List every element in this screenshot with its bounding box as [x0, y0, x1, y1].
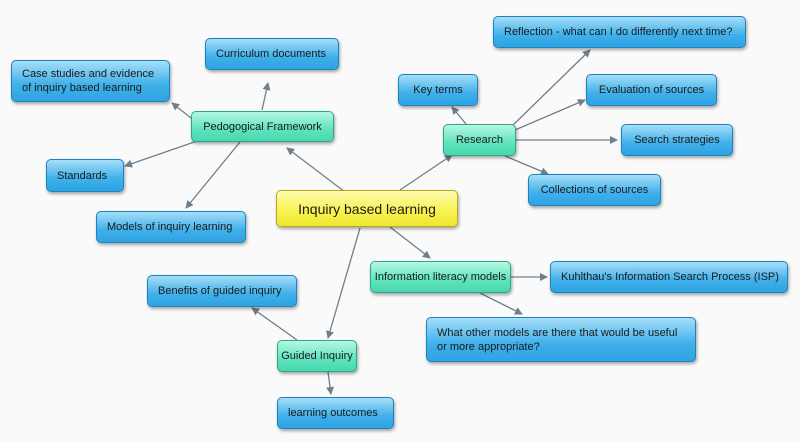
node-search-strategies[interactable]: Search strategies — [621, 124, 733, 156]
connector-pedagogical-standards — [124, 139, 201, 168]
connector-central-info-literacy — [389, 226, 431, 259]
node-case-studies[interactable]: Case studies and evidence of inquiry bas… — [11, 60, 170, 102]
node-curriculum-documents[interactable]: Curriculum documents — [205, 38, 339, 70]
node-research[interactable]: Research — [443, 124, 516, 156]
connector-research-collections — [504, 155, 549, 175]
connector-research-key-terms — [451, 106, 467, 125]
connector-central-pedagogical — [286, 147, 346, 193]
node-other-models-question[interactable]: What other models are there that would b… — [426, 317, 696, 362]
node-reflection[interactable]: Reflection - what can I do differently n… — [493, 16, 746, 48]
node-pedagogical-framework[interactable]: Pedogogical Framework — [191, 111, 334, 142]
connector-pedagogical-models — [185, 141, 241, 209]
node-benefits-of-guided-inquiry[interactable]: Benefits of guided inquiry — [147, 275, 297, 307]
node-standards[interactable]: Standards — [46, 159, 124, 192]
connector-research-reflection — [509, 49, 591, 129]
node-central[interactable]: Inquiry based learning — [276, 190, 458, 227]
node-information-literacy-models[interactable]: Information literacy models — [370, 261, 511, 293]
connector-pedagogical-case-studies — [171, 102, 192, 119]
connector-research-evaluation — [514, 99, 586, 131]
connector-guided-benefits — [251, 307, 298, 341]
connector-info-other-models — [479, 292, 523, 315]
connector-central-guided — [326, 227, 361, 339]
node-evaluation-of-sources[interactable]: Evaluation of sources — [586, 74, 717, 106]
node-guided-inquiry[interactable]: Guided Inquiry — [277, 340, 357, 372]
node-learning-outcomes[interactable]: learning outcomes — [277, 397, 394, 429]
node-kuhlthau-isp[interactable]: Kuhlthau's Information Search Process (I… — [550, 261, 788, 293]
connector-guided-outcomes — [326, 371, 335, 395]
node-key-terms[interactable]: Key terms — [398, 74, 478, 106]
connector-pedagogical-curriculum — [261, 82, 271, 111]
node-models-of-inquiry-learning[interactable]: Models of inquiry learning — [96, 211, 246, 243]
node-collections-of-sources[interactable]: Collections of sources — [528, 174, 661, 206]
connector-central-research — [399, 154, 453, 191]
